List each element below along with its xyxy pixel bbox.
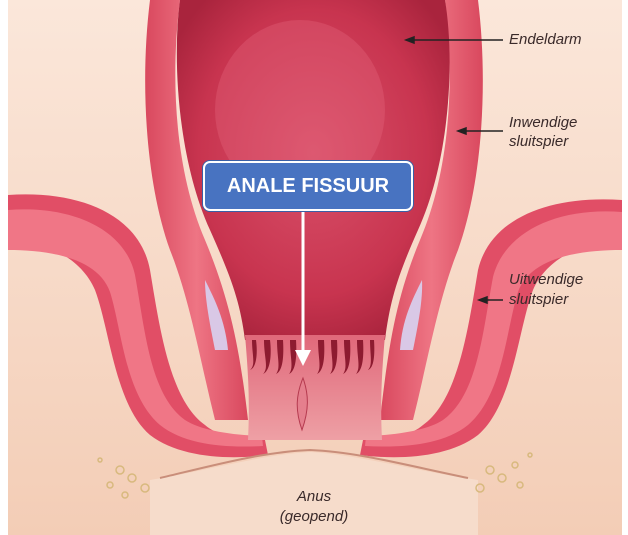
label-anus-line2: (geopend) — [214, 508, 414, 525]
label-inwendige-line1: Inwendige — [509, 113, 577, 132]
label-inwendige-line2: sluitspier — [509, 132, 568, 151]
label-endeldarm: Endeldarm — [509, 30, 582, 49]
label-uitwendige-line1: Uitwendige — [509, 270, 583, 289]
label-uitwendige-line2: sluitspier — [509, 290, 568, 309]
label-anus-line1: Anus — [214, 488, 414, 505]
callout-anale-fissuur: ANALE FISSUUR — [203, 161, 413, 211]
